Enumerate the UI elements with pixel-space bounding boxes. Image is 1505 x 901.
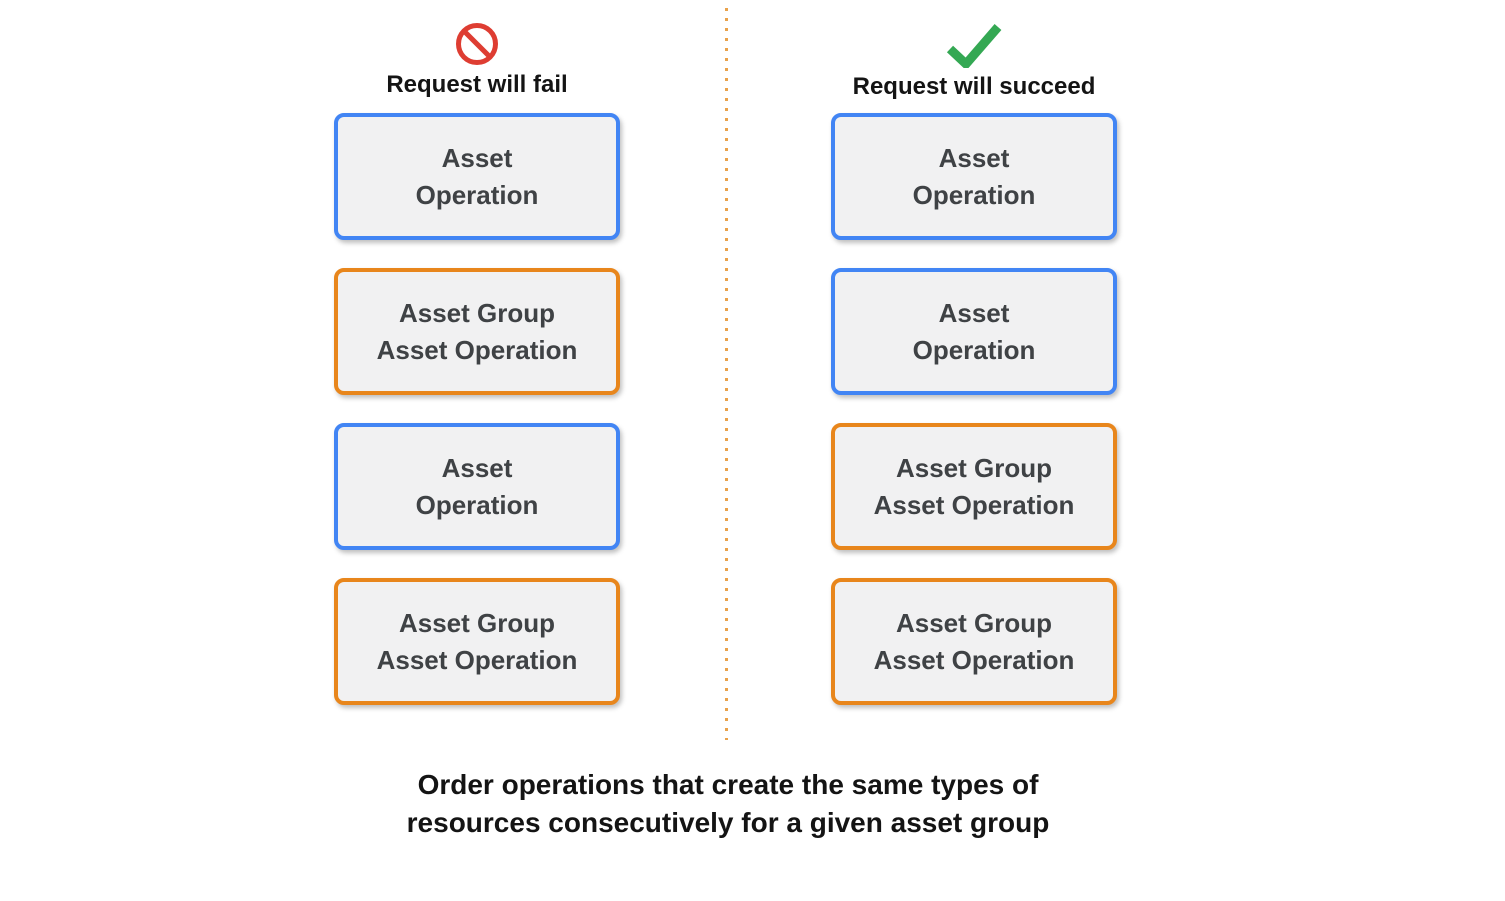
- prohibition-icon: [455, 22, 499, 66]
- asset-operation-box: Asset Operation: [334, 423, 620, 550]
- checkmark-icon: [945, 22, 1003, 68]
- asset-operation-box: Asset Operation: [831, 268, 1117, 395]
- asset-group-asset-operation-box: Asset Group Asset Operation: [831, 423, 1117, 550]
- succeed-header: Request will succeed: [831, 14, 1117, 113]
- fail-header: Request will fail: [334, 14, 620, 113]
- fail-column: Request will fail Asset Operation Asset …: [334, 14, 620, 733]
- column-divider: [725, 8, 728, 740]
- succeed-column: Request will succeed Asset Operation Ass…: [831, 14, 1117, 733]
- asset-group-asset-operation-box: Asset Group Asset Operation: [831, 578, 1117, 705]
- fail-title: Request will fail: [386, 71, 568, 98]
- asset-group-asset-operation-box: Asset Group Asset Operation: [334, 578, 620, 705]
- asset-operation-box: Asset Operation: [831, 113, 1117, 240]
- asset-group-asset-operation-box: Asset Group Asset Operation: [334, 268, 620, 395]
- succeed-title: Request will succeed: [852, 73, 1096, 100]
- diagram-caption: Order operations that create the same ty…: [406, 769, 1050, 838]
- asset-operation-box: Asset Operation: [334, 113, 620, 240]
